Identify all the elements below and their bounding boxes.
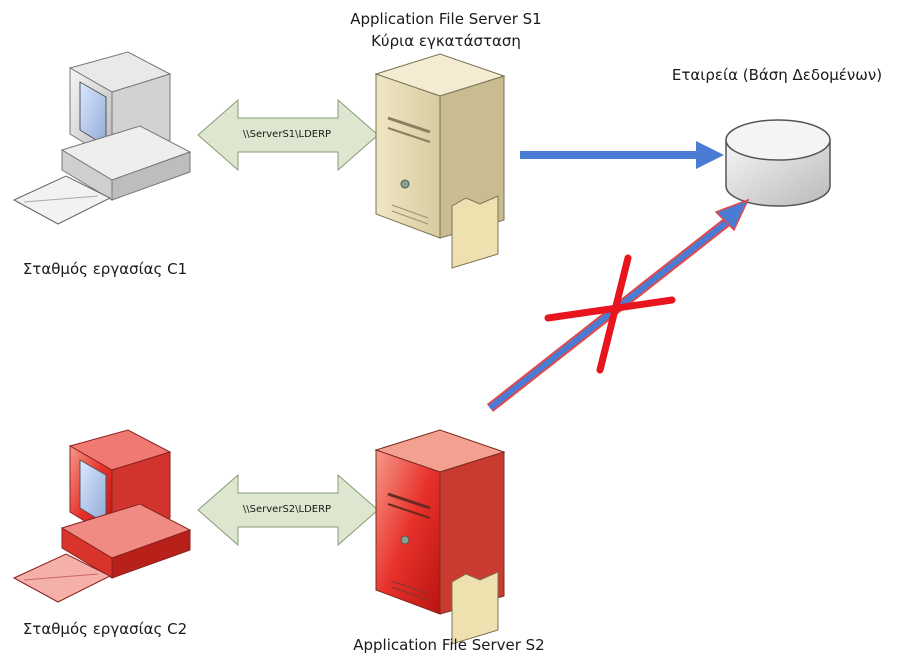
workstation-c1-label: Σταθμός εργασίας C1 bbox=[22, 260, 188, 278]
server-s1-title-line1: Application File Server S1 bbox=[350, 10, 542, 28]
workstation-c2-label: Σταθμός εργασίας C2 bbox=[22, 620, 188, 638]
link1-path: \\ServerS1\LDERP bbox=[242, 129, 332, 140]
workstation-c1-icon bbox=[12, 51, 192, 225]
server-s1-title: Application File Server S1 Κύρια εγκατάσ… bbox=[316, 8, 576, 52]
database-label: Εταιρεία (Βάση Δεδομένων) bbox=[671, 66, 883, 84]
server-s1-icon bbox=[374, 53, 506, 269]
workstation-c2-icon bbox=[12, 429, 192, 603]
link2-path: \\ServerS2\LDERP bbox=[242, 504, 332, 515]
server-s2-icon bbox=[374, 429, 506, 645]
blocked-x-mark bbox=[544, 254, 676, 374]
server-s2-title: Application File Server S2 bbox=[353, 636, 545, 654]
database-icon bbox=[725, 119, 831, 207]
s1-to-database-arrow bbox=[520, 141, 724, 169]
server-s1-title-line2: Κύρια εγκατάσταση bbox=[371, 32, 521, 50]
